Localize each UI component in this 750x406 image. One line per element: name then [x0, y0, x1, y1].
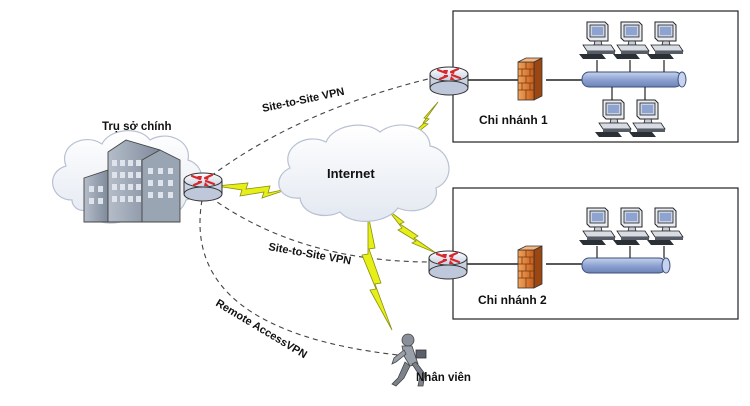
employee-label: Nhân viên	[416, 372, 471, 384]
hq-router-icon	[182, 171, 224, 203]
vpn-tunnel-bottom	[209, 196, 433, 263]
branch1-drops	[596, 60, 665, 100]
internet-label: Internet	[327, 166, 375, 181]
remote-vpn-label: Remote AccessVPN	[213, 297, 308, 361]
branch1-lan-bus	[581, 71, 687, 88]
branch2-router-icon	[427, 249, 469, 281]
branch2-label: Chi nhánh 2	[478, 293, 547, 307]
person-icon	[391, 333, 427, 387]
vpn-tunnel-remote	[199, 199, 399, 356]
branch1-router-icon	[428, 65, 470, 97]
hq-label: Trụ sở chính	[102, 121, 172, 133]
lightning-icon	[387, 209, 437, 254]
firewall-icon	[517, 245, 543, 289]
vpn-top-label: Site-to-Site VPN	[261, 86, 345, 115]
branch2-drops	[596, 246, 665, 258]
lightning-icon	[361, 213, 393, 331]
vpn-tunnel-top	[210, 77, 433, 177]
branch1-label: Chi nhánh 1	[479, 113, 548, 127]
branch2-lan-bus	[581, 257, 671, 274]
firewall-icon	[517, 57, 543, 101]
internet-cloud	[278, 124, 450, 222]
building-icon	[83, 139, 181, 223]
